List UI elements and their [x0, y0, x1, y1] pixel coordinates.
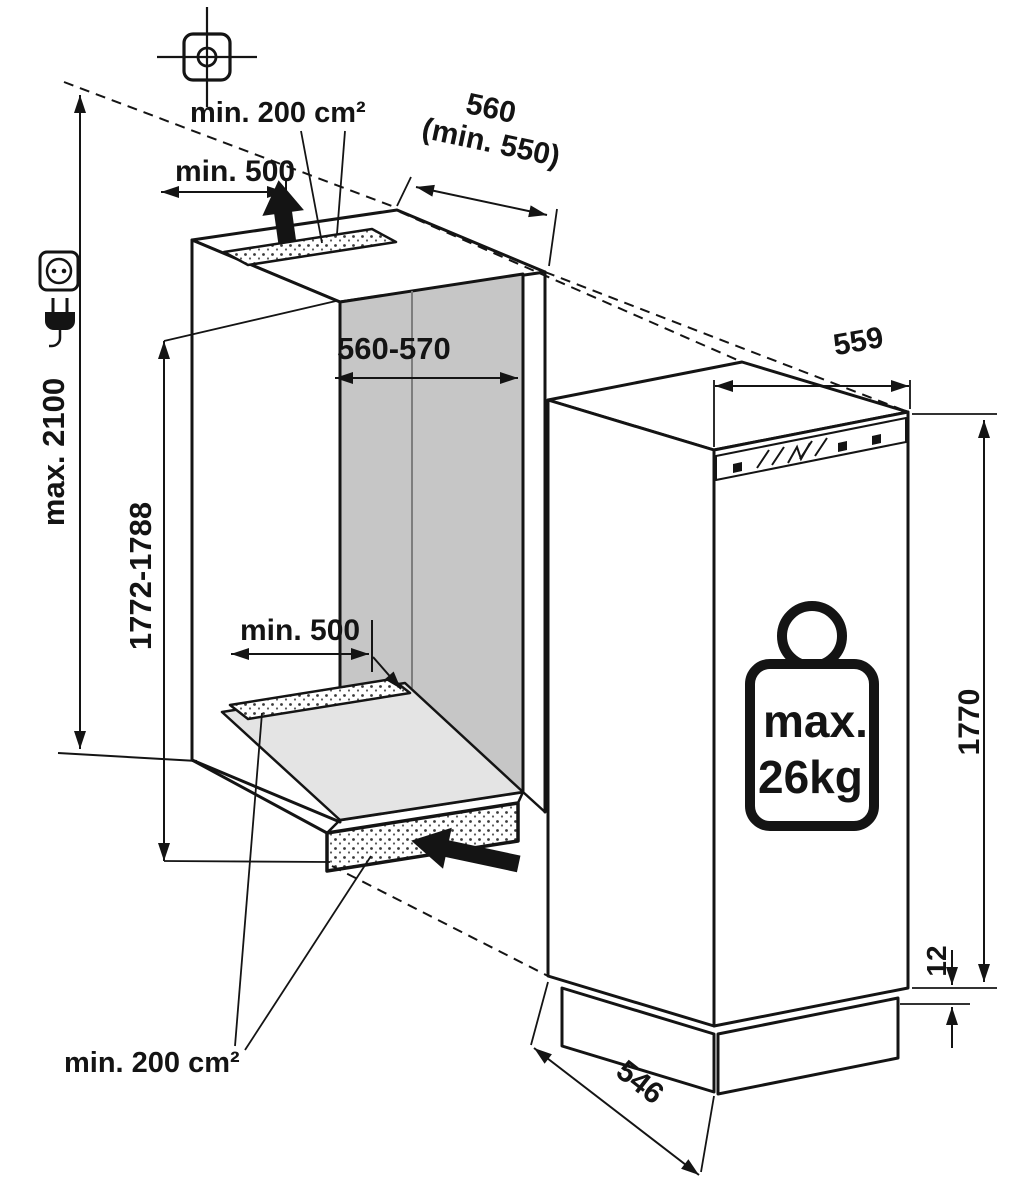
insertion-line-top-left	[399, 211, 743, 363]
vent-bottom-leader-1	[234, 712, 263, 1047]
socket-frame	[38, 250, 80, 292]
appliance-dimensions	[530, 380, 997, 1176]
vent-grille-top	[222, 227, 398, 267]
dim-appliance-depth-line	[533, 1047, 700, 1176]
niche-left-panel-bottom-edge	[325, 818, 342, 835]
niche-left-panel	[190, 238, 342, 824]
control-panel-key-3	[872, 434, 881, 445]
plug-cord	[49, 330, 62, 348]
niche-dimensions	[57, 95, 558, 1051]
control-panel	[715, 417, 907, 481]
power-socket-icon	[38, 250, 80, 292]
label-clearance-top: min. 500	[175, 155, 295, 188]
control-panel-mark-1	[756, 449, 770, 469]
vent-grille-bottom-inner	[228, 677, 412, 721]
dim-niche-height-ext2	[163, 860, 331, 863]
vent-top-leader-2	[336, 130, 346, 235]
dim-niche-height-ext1	[163, 300, 337, 342]
socket-hole-right	[61, 268, 67, 274]
labels-layer: min. 200 cm² min. 500 560 (min. 550) 560…	[36, 87, 986, 1111]
floor-reference-line	[57, 752, 198, 762]
control-panel-mark-4	[814, 437, 828, 457]
max-weight-icon	[745, 601, 879, 831]
mounting-cross-frame	[182, 32, 232, 82]
niche-bottom-right-connector	[516, 790, 525, 805]
dim-appliance-depth-ext1	[530, 981, 549, 1046]
control-panel-key-2	[838, 441, 847, 452]
label-niche-width: 560-570	[337, 331, 451, 366]
label-ceiling-height: max. 2100	[36, 378, 71, 526]
appliance-side-face	[546, 398, 716, 1028]
vent-bottom-leader-2	[244, 855, 372, 1051]
dim-appliance-depth-ext2	[700, 1095, 715, 1173]
socket-ring	[45, 257, 73, 285]
weight-knob	[777, 601, 847, 671]
plug-body	[45, 312, 75, 330]
label-appliance-width: 559	[831, 321, 886, 362]
power-plug-icon	[45, 298, 75, 348]
label-appliance-height: 1770	[953, 689, 986, 756]
niche-bottom-front-left-edge	[190, 758, 329, 835]
dim-niche-depth-line	[415, 184, 548, 218]
mounting-cross-icon	[157, 7, 257, 107]
control-panel-strip	[715, 417, 907, 481]
dim-niche-depth-ext1	[396, 176, 412, 207]
niche-front-right-bottom-edge	[521, 790, 547, 814]
niche-cabinet	[190, 180, 547, 873]
insertion-line-bottom	[331, 865, 549, 977]
label-niche-height: 1772-1788	[123, 502, 158, 650]
mounting-cross-circle	[196, 46, 218, 68]
label-vent-area-bottom: min. 200 cm²	[64, 1047, 240, 1079]
airflow-in-arrow-icon	[411, 827, 521, 873]
label-weight-value: 26kg	[758, 751, 863, 803]
dim-clearance-bottom-pointer	[372, 656, 402, 690]
vent-top-leader-1	[300, 130, 323, 244]
weight-body	[745, 659, 879, 831]
label-clearance-bottom: min. 500	[240, 614, 360, 647]
appliance	[546, 360, 910, 1096]
dim-niche-depth-ext2	[548, 208, 558, 267]
socket-hole-left	[51, 268, 57, 274]
label-vent-area-top: min. 200 cm²	[190, 97, 366, 129]
appliance-base-front	[716, 996, 900, 1096]
control-panel-mark-2	[771, 446, 785, 466]
label-weight-max: max.	[763, 695, 868, 747]
control-panel-display-glyph	[787, 442, 811, 464]
label-plinth-gap: 12	[921, 945, 952, 976]
icons	[38, 7, 257, 348]
control-panel-key-1	[733, 462, 742, 473]
